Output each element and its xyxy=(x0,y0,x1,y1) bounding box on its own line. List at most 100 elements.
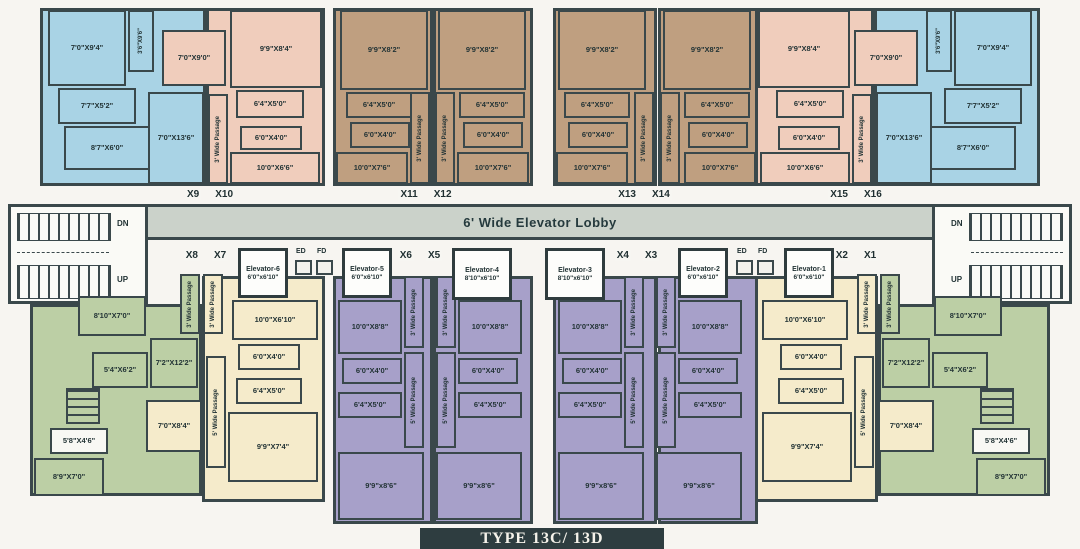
room: 8'9"X7'0" xyxy=(34,458,104,496)
room: 6'4"X5'0" xyxy=(338,392,402,418)
service-duct xyxy=(736,260,753,275)
room: 7'7"X5'2" xyxy=(58,88,136,124)
unit-label-left: X4 xyxy=(614,249,631,261)
room: 5'4"X6'2" xyxy=(932,352,988,388)
room: 9'9"X8'4" xyxy=(230,10,322,88)
room: 9'9"X8'2" xyxy=(663,10,751,90)
room: 5' Wide Passage xyxy=(624,352,644,448)
room: 3' Wide Passage xyxy=(660,92,680,184)
room-label: 9'9"x8'6" xyxy=(463,481,495,491)
room-label: 5' Wide Passage xyxy=(212,388,219,436)
room: 3'6"X9'6" xyxy=(926,10,952,72)
elevator-size: 6'0"x6'10" xyxy=(351,273,383,281)
room: 10'0"X7'6" xyxy=(684,152,756,184)
room-label: 9'9"x8'6" xyxy=(683,481,715,491)
elevator-size: 8'10"x6'10" xyxy=(464,274,500,282)
stair-treads xyxy=(17,265,111,299)
service-shaft xyxy=(66,388,100,424)
room: 3' Wide Passage xyxy=(180,274,200,334)
unit-label-right: X3 xyxy=(643,249,660,261)
room-label: 6'0"X4'0" xyxy=(471,366,505,376)
room: 7'0"X13'6" xyxy=(876,92,932,184)
room-label: 7'0"X9'0" xyxy=(869,53,903,63)
room-label: 8'10"X7'0" xyxy=(949,311,987,321)
room-label: 6'4"X5'0" xyxy=(794,386,828,396)
room-label: 10'0"X7'6" xyxy=(474,163,512,173)
service-duct xyxy=(757,260,774,275)
room-label: 3' Wide Passage xyxy=(640,114,647,162)
room-label: 9'9"X7'4" xyxy=(790,442,824,452)
room: 9'9"x8'6" xyxy=(558,452,644,520)
room: 7'0"X13'6" xyxy=(148,92,204,184)
room-label: 3' Wide Passage xyxy=(442,288,449,336)
room-label: 10'0"X7'6" xyxy=(573,163,611,173)
room-label: 5' Wide Passage xyxy=(442,376,449,424)
room-label: 6'4"X5'0" xyxy=(573,400,607,410)
unit-label-right: X5 xyxy=(426,249,443,261)
room-label: 6'0"X4'0" xyxy=(701,130,735,140)
room-label: 10'0"X7'6" xyxy=(353,163,391,173)
elevator-name: Elevator-2 xyxy=(686,265,720,273)
stair-up-label: UP xyxy=(117,275,129,284)
elevator-name: Elevator-4 xyxy=(465,266,499,274)
room: 8'7"X6'0" xyxy=(930,126,1016,170)
service-duct-label: FD xyxy=(758,248,768,255)
room: 6'0"X4'0" xyxy=(688,122,748,148)
room: 6'4"X5'0" xyxy=(558,392,622,418)
room: 9'9"X8'2" xyxy=(438,10,526,90)
room-label: 7'0"X8'4" xyxy=(889,421,923,431)
room-label: 9'9"X8'4" xyxy=(259,44,293,54)
room: 9'9"x8'6" xyxy=(436,452,522,520)
plan-title-banner: TYPE 13C/ 13D xyxy=(420,528,664,549)
room: 10'0"X7'6" xyxy=(556,152,628,184)
room-label: 6'4"X5'0" xyxy=(253,99,287,109)
room: 7'2"X12'2" xyxy=(882,338,930,388)
room: 10'0"X6'10" xyxy=(762,300,848,340)
room: 6'4"X5'0" xyxy=(459,92,525,118)
room-label: 6'0"X4'0" xyxy=(252,352,286,362)
room-label: 10'0"X8'8" xyxy=(691,322,729,332)
room-label: 5'4"X6'2" xyxy=(943,365,977,375)
staircase-left: DN UP xyxy=(8,204,148,304)
room-label: 6'0"X4'0" xyxy=(476,130,510,140)
room-label: 10'0"X6'6" xyxy=(256,163,294,173)
room: 3' Wide Passage xyxy=(852,94,872,184)
stair-dn-label: DN xyxy=(951,219,963,228)
room-label: 5'8"X4'6" xyxy=(62,436,96,446)
unit-label-left: X8 xyxy=(183,249,200,261)
room: 6'0"X4'0" xyxy=(562,358,622,384)
elevator-size: 6'0"x6'10" xyxy=(247,273,279,281)
room: 6'0"X4'0" xyxy=(780,344,842,370)
unit-label: X4 X3 xyxy=(597,248,677,262)
room: 10'0"X6'6" xyxy=(230,152,320,184)
room-label: 10'0"X6'10" xyxy=(784,315,826,325)
room: 6'0"X4'0" xyxy=(463,122,523,148)
room: 6'4"X5'0" xyxy=(684,92,750,118)
elevator-size: 6'0"x6'10" xyxy=(687,273,719,281)
room: 7'0"X9'4" xyxy=(48,10,126,86)
room: 3' Wide Passage xyxy=(624,276,644,348)
room: 9'9"X8'2" xyxy=(340,10,428,90)
room: 7'0"X9'4" xyxy=(954,10,1032,86)
staircase-right: DN UP xyxy=(932,204,1072,304)
room-label: 7'7"X5'2" xyxy=(80,101,114,111)
room-label: 5'8"X4'6" xyxy=(984,436,1018,446)
room: 10'0"X6'6" xyxy=(760,152,850,184)
room-label: 5'4"X6'2" xyxy=(103,365,137,375)
room: 9'9"X8'2" xyxy=(558,10,646,90)
stair-divider xyxy=(17,252,109,253)
room-label: 3' Wide Passage xyxy=(416,114,423,162)
service-shaft xyxy=(980,388,1014,424)
elevator-name: Elevator-5 xyxy=(350,265,384,273)
room-label: 10'0"X8'8" xyxy=(571,322,609,332)
room-label: 10'0"X6'10" xyxy=(254,315,296,325)
